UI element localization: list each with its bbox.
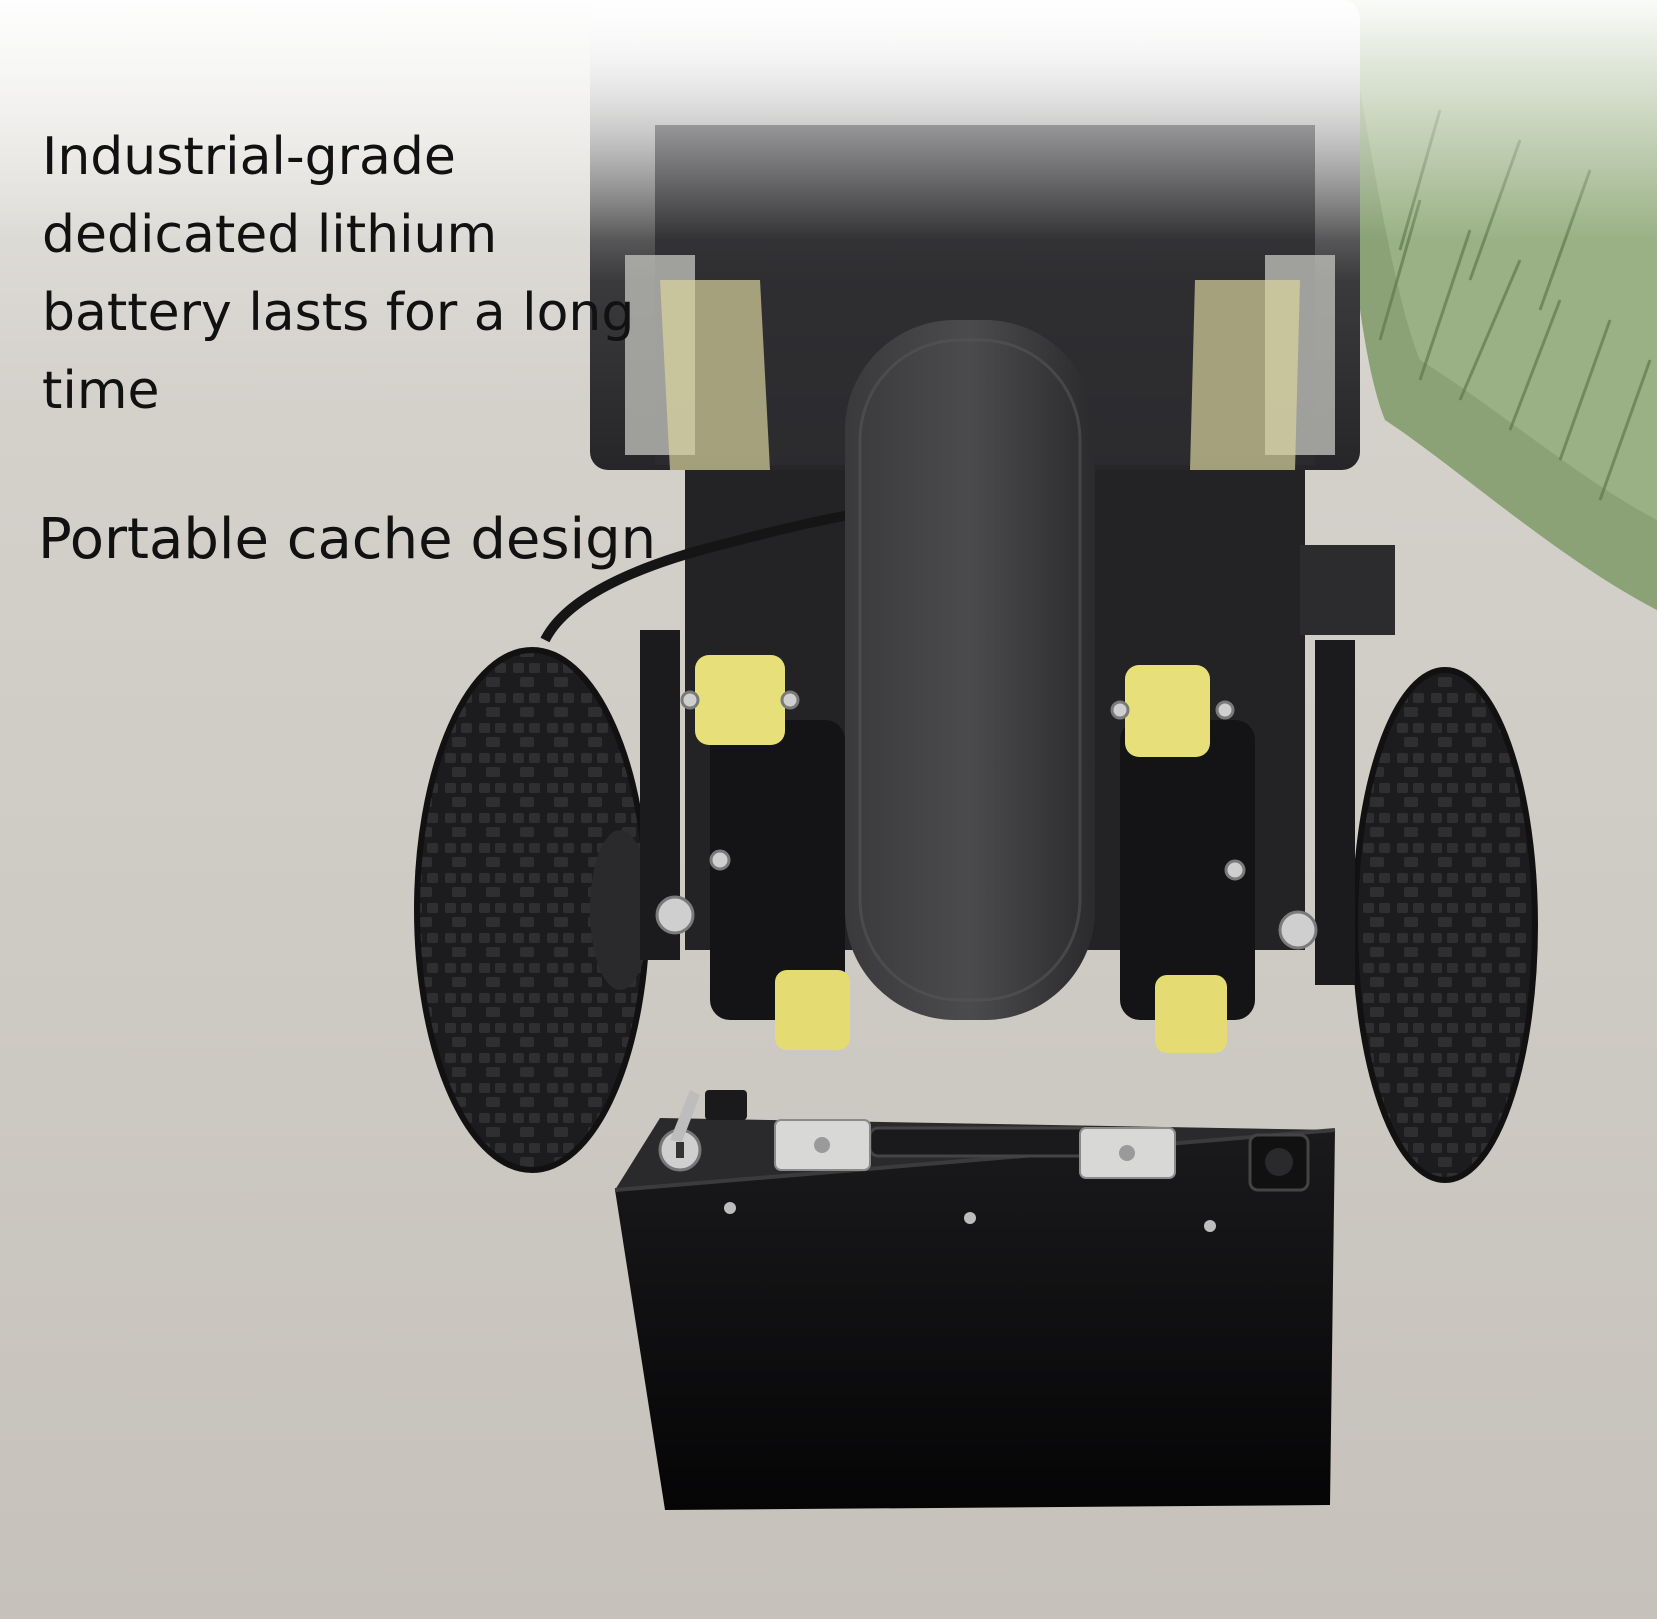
polyurethane-rollers bbox=[695, 655, 1227, 1053]
right-roller-carrier bbox=[1120, 720, 1255, 1020]
charging-port-icon bbox=[1248, 1133, 1310, 1192]
top-haze bbox=[0, 0, 1657, 240]
right-tire bbox=[1352, 667, 1538, 1183]
cache-caption: Portable cache design bbox=[38, 507, 657, 572]
keyhole-lock-icon bbox=[658, 1090, 747, 1172]
carry-handle-icon bbox=[774, 1119, 1176, 1179]
left-roller-carrier bbox=[710, 720, 845, 1020]
drive-wheel bbox=[845, 320, 1095, 1020]
axle-bolts bbox=[655, 690, 1318, 950]
right-arm bbox=[1315, 640, 1355, 985]
power-cable bbox=[540, 510, 851, 643]
left-tire bbox=[414, 647, 650, 1173]
lithium-battery-box bbox=[614, 1118, 1336, 1510]
battery-caption: Industrial-grade dedicated lithium batte… bbox=[42, 127, 635, 421]
